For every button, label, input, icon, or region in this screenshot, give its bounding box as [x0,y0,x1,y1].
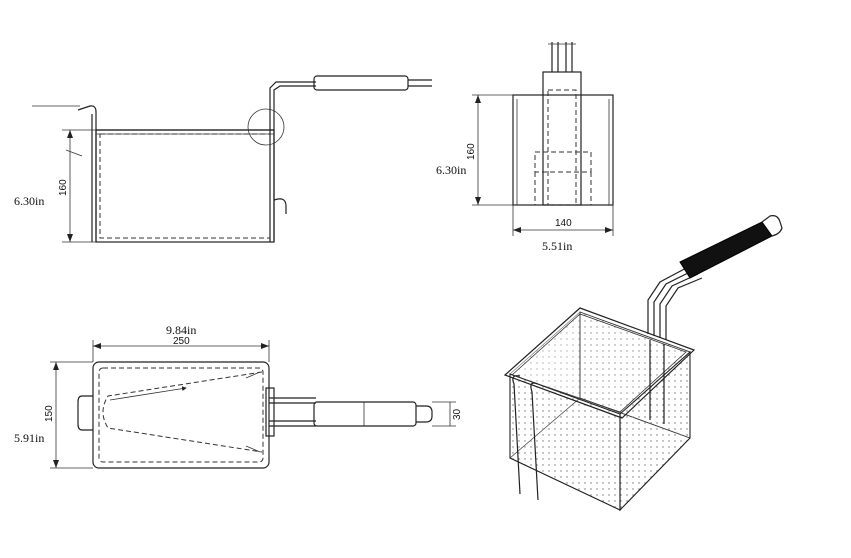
top-front-hook [77,395,93,431]
top-width-mm-label: 150 [44,405,55,422]
top-width-in-label: 5.91in [14,431,44,445]
side-handle-stem [269,81,316,242]
end-handle-column [542,71,582,206]
side-basket-inner [99,133,271,239]
side-handle-grip [313,75,409,91]
isometric-view [503,215,783,512]
side-front-hook [77,105,97,242]
side-view: 160 6.30in [14,75,432,243]
top-handle-mm-label: 30 [452,408,463,420]
top-basket-outline [92,361,270,469]
side-basket-outline [95,129,275,243]
iso-rim [503,307,696,419]
top-v-wire [102,371,263,453]
top-view: 9.84in 250 150 5.91in 30 [14,323,463,469]
iso-right-face [619,350,691,512]
iso-handle-grip [679,221,773,279]
top-handle-grip [313,401,417,427]
side-detail-circle [247,108,285,146]
end-view: 160 6.30in 140 5.51in [436,42,614,253]
end-height-in-label: 6.30in [436,163,466,177]
end-height-mm-label: 160 [466,143,477,160]
top-length-mm-label: 250 [173,336,190,347]
end-width-mm-label: 140 [555,218,572,229]
end-width-in-label: 5.51in [542,239,572,253]
side-height-mm-label: 160 [58,179,69,196]
side-height-in-label: 6.30in [14,194,44,208]
top-length-in-label: 9.84in [166,323,196,337]
end-basket-outline [512,94,614,206]
